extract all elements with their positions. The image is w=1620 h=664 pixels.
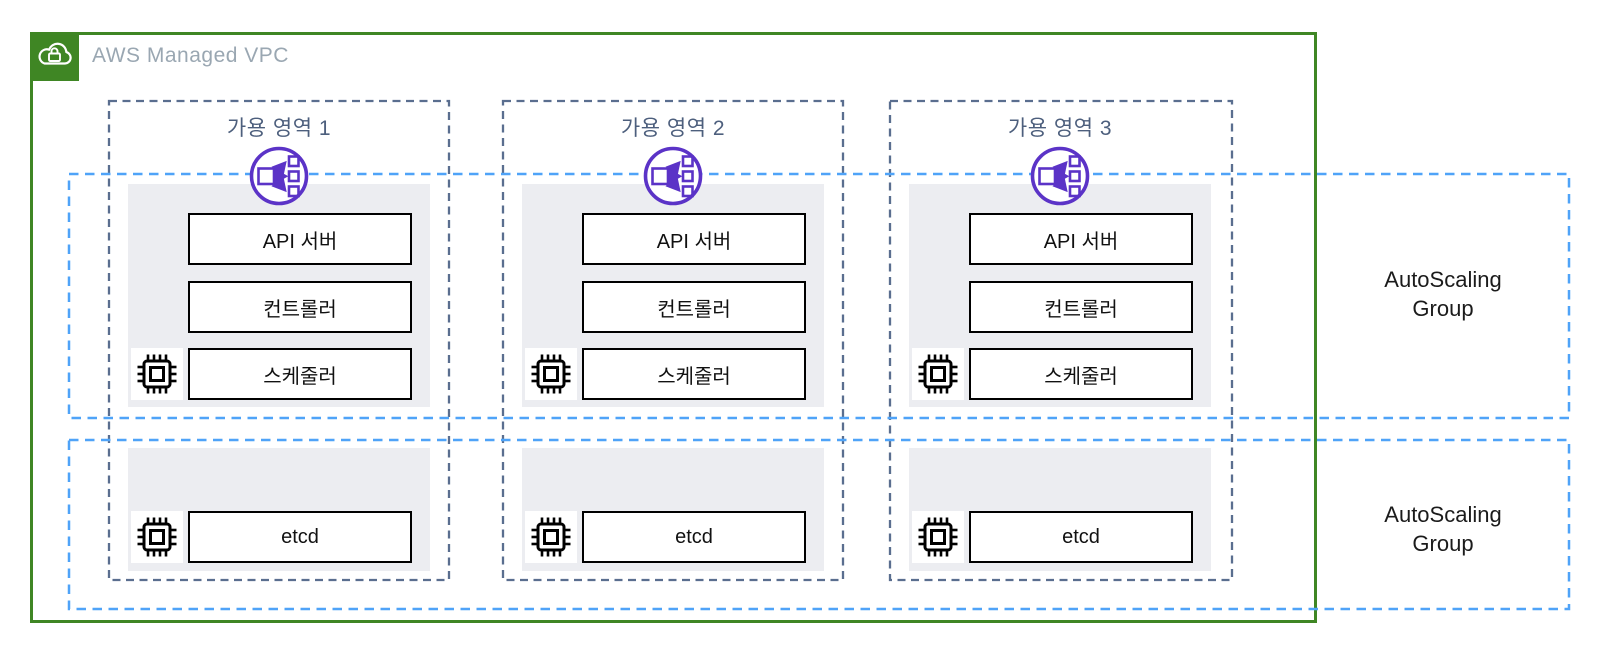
asg2-border (67, 438, 1571, 611)
availability-zone-2: 가용 영역 2 API 서버 컨트롤러 스케줄러 etcd (503, 0, 843, 664)
cpu-chip-icon (131, 511, 183, 563)
controller-node: 컨트롤러 (188, 281, 412, 333)
etcd-node: etcd (582, 511, 806, 563)
etcd-node: etcd (188, 511, 412, 563)
node-label: etcd (675, 525, 713, 548)
cpu-chip-icon (525, 348, 577, 400)
api-server-node: API 서버 (188, 213, 412, 265)
controller-node: 컨트롤러 (582, 281, 806, 333)
cpu-chip-icon (525, 511, 577, 563)
cpu-chip-icon (131, 348, 183, 400)
cpu-chip-icon (912, 348, 964, 400)
node-label: API 서버 (1043, 230, 1119, 253)
scheduler-node: 스케줄러 (188, 348, 412, 400)
scheduler-node: 스케줄러 (969, 348, 1193, 400)
api-server-node: API 서버 (582, 213, 806, 265)
az2-border (501, 99, 845, 582)
node-label: 컨트롤러 (263, 298, 337, 321)
az-label: 가용 영역 2 (620, 117, 726, 140)
az3-border (888, 99, 1234, 582)
controller-node: 컨트롤러 (969, 281, 1193, 333)
availability-zone-1: 가용 영역 1 API 서버 컨트롤러 스케줄러 etcd (109, 0, 449, 664)
asg1-label: AutoScaling Group (1384, 267, 1502, 321)
az1-border (107, 99, 451, 582)
node-label: 스케줄러 (263, 365, 337, 388)
node-label: etcd (281, 525, 319, 548)
scheduler-node: 스케줄러 (582, 348, 806, 400)
az-label: 가용 영역 1 (226, 117, 332, 140)
load-balancer-icon (248, 145, 310, 207)
vpc-title: AWS Managed VPC (92, 44, 289, 67)
api-server-node: API 서버 (969, 213, 1193, 265)
cloud-lock-icon (30, 32, 79, 81)
node-label: etcd (1062, 525, 1100, 548)
node-label: API 서버 (262, 230, 338, 253)
node-label: 컨트롤러 (1044, 298, 1118, 321)
asg2-label: AutoScaling Group (1384, 502, 1502, 556)
load-balancer-icon (1029, 145, 1091, 207)
az-label: 가용 영역 3 (1007, 117, 1113, 140)
asg1-border (67, 172, 1571, 420)
vpc-border (30, 32, 1317, 623)
node-label: 컨트롤러 (657, 298, 731, 321)
node-label: 스케줄러 (1044, 365, 1118, 388)
cpu-chip-icon (912, 511, 964, 563)
load-balancer-icon (642, 145, 704, 207)
availability-zone-3: 가용 영역 3 API 서버 컨트롤러 스케줄러 etcd (890, 0, 1232, 664)
node-label: API 서버 (656, 230, 732, 253)
node-label: 스케줄러 (657, 365, 731, 388)
etcd-node: etcd (969, 511, 1193, 563)
